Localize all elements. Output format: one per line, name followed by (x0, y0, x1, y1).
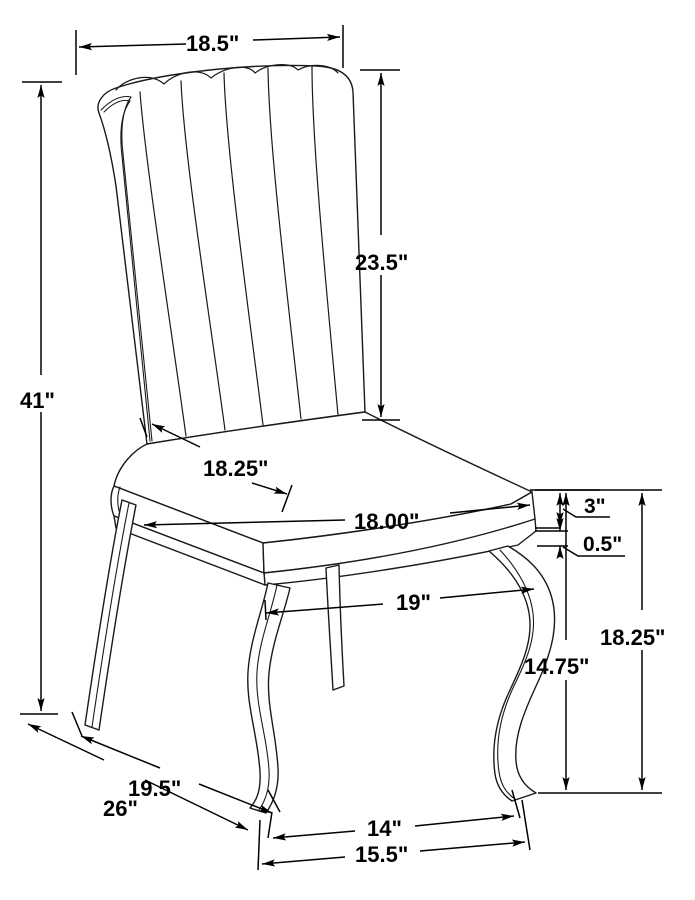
chair-leg-rear-left-crease (91, 502, 130, 728)
foot-tip-rear-left (84, 724, 100, 731)
dim-label-foot-outer-spread: 15.5" (355, 842, 408, 867)
dim-label-back-width: 18.5" (186, 31, 239, 56)
seat-apron-left (113, 515, 266, 586)
dim-back-width: 18.5" (75, 25, 344, 75)
dim-label-rail-thickness: 0.5" (583, 533, 622, 556)
dim-foot-side-spread: 19.5" (71, 711, 281, 814)
dim-label-frame-width: 19" (396, 590, 431, 615)
dim-label-foot-front-spread: 14" (367, 816, 402, 841)
chair-leg-rear-right (325, 564, 345, 691)
dim-diagonal-depth: 26" (27, 723, 249, 831)
dim-label-leg-clearance: 14.75" (524, 654, 589, 679)
back-channel-1 (139, 91, 187, 437)
chair-leg-front-left-crease (256, 584, 278, 811)
chair-back-left-roll (100, 95, 153, 442)
back-channel-5 (311, 65, 339, 416)
dim-label-back-height: 23.5" (355, 250, 408, 275)
back-channel-4 (267, 67, 302, 420)
dim-foot-outer-spread: 15.5" (257, 799, 531, 871)
dim-seat-depth: 18.25" (139, 417, 293, 513)
chair-back-outline (97, 64, 366, 445)
dim-seat-height: 18.25" (535, 489, 665, 794)
dim-label-diagonal-depth: 26" (103, 796, 138, 821)
chair-leg-rear-left (84, 499, 137, 731)
dim-label-cushion-thickness: 3" (584, 495, 606, 518)
chair-back-left-roll-inner (103, 99, 151, 442)
dimension-annotations: 18.5" 23.5" 41" (20, 25, 665, 871)
dim-label-seat-height: 18.25" (600, 625, 665, 650)
dim-foot-front-spread: 14" (267, 789, 521, 841)
chair-leg-front-right (488, 545, 556, 802)
back-channel-top-scallops (115, 64, 339, 91)
dim-leg-clearance: 14.75" (524, 493, 589, 790)
back-channel-2 (180, 80, 226, 431)
dim-label-seat-width: 18.00" (354, 509, 419, 534)
dim-seat-width: 18.00" (143, 502, 531, 534)
back-channel-3 (223, 72, 264, 426)
dim-overall-height: 41" (20, 81, 62, 715)
dim-frame-width: 19" (264, 586, 535, 621)
dim-label-seat-depth: 18.25" (203, 456, 268, 481)
dim-label-overall-height: 41" (20, 388, 55, 413)
chair-illustration (84, 64, 556, 814)
dim-back-height: 23.5" (355, 69, 408, 421)
dim-label-foot-side-spread: 19.5" (128, 776, 181, 801)
dim-cushion-thickness: 3" (530, 489, 610, 529)
dim-rail-thickness: 0.5" (535, 518, 625, 559)
